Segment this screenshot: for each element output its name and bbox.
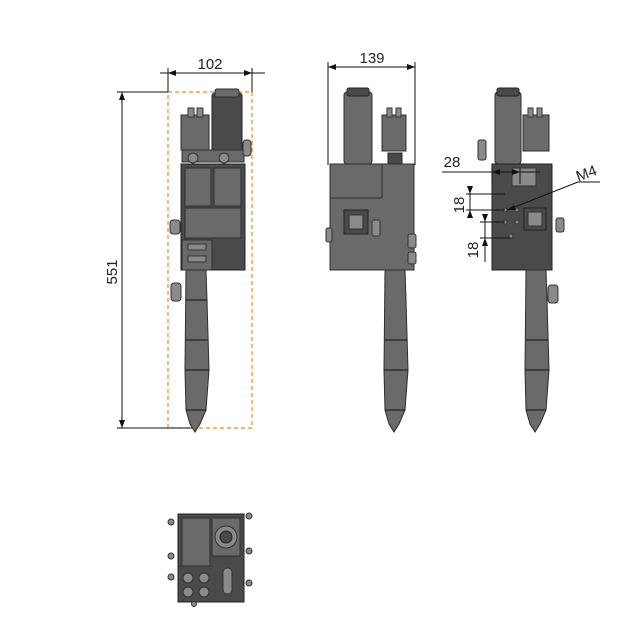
dimension-rear-spacing-a: 18 — [451, 186, 505, 218]
envelope-box — [167, 91, 253, 429]
dim-label-18-a: 18 — [451, 197, 468, 214]
side-body — [325, 87, 417, 433]
side-view: 139 — [325, 50, 417, 433]
dim-label-102: 102 — [197, 56, 222, 73]
dimension-width-front: 102 — [160, 56, 265, 92]
dim-label-551: 551 — [104, 259, 121, 284]
dim-label-18-b: 18 — [465, 242, 482, 259]
dimension-width-side: 139 — [327, 50, 416, 165]
front-view: 102 551 — [104, 56, 265, 433]
dim-label-139: 139 — [359, 50, 384, 67]
rear-view: 28 18 18 M4 — [442, 87, 600, 433]
dimension-rear-offset: 28 — [442, 154, 540, 184]
dimension-rear-spacing-b: 18 — [465, 214, 511, 262]
top-view — [167, 512, 253, 607]
dim-label-28: 28 — [444, 154, 461, 171]
thread-callout: M4 — [506, 162, 600, 211]
front-body — [169, 88, 252, 433]
dimension-height-front: 551 — [104, 91, 195, 429]
dim-label-m4: M4 — [574, 162, 599, 185]
rear-body — [477, 87, 565, 433]
